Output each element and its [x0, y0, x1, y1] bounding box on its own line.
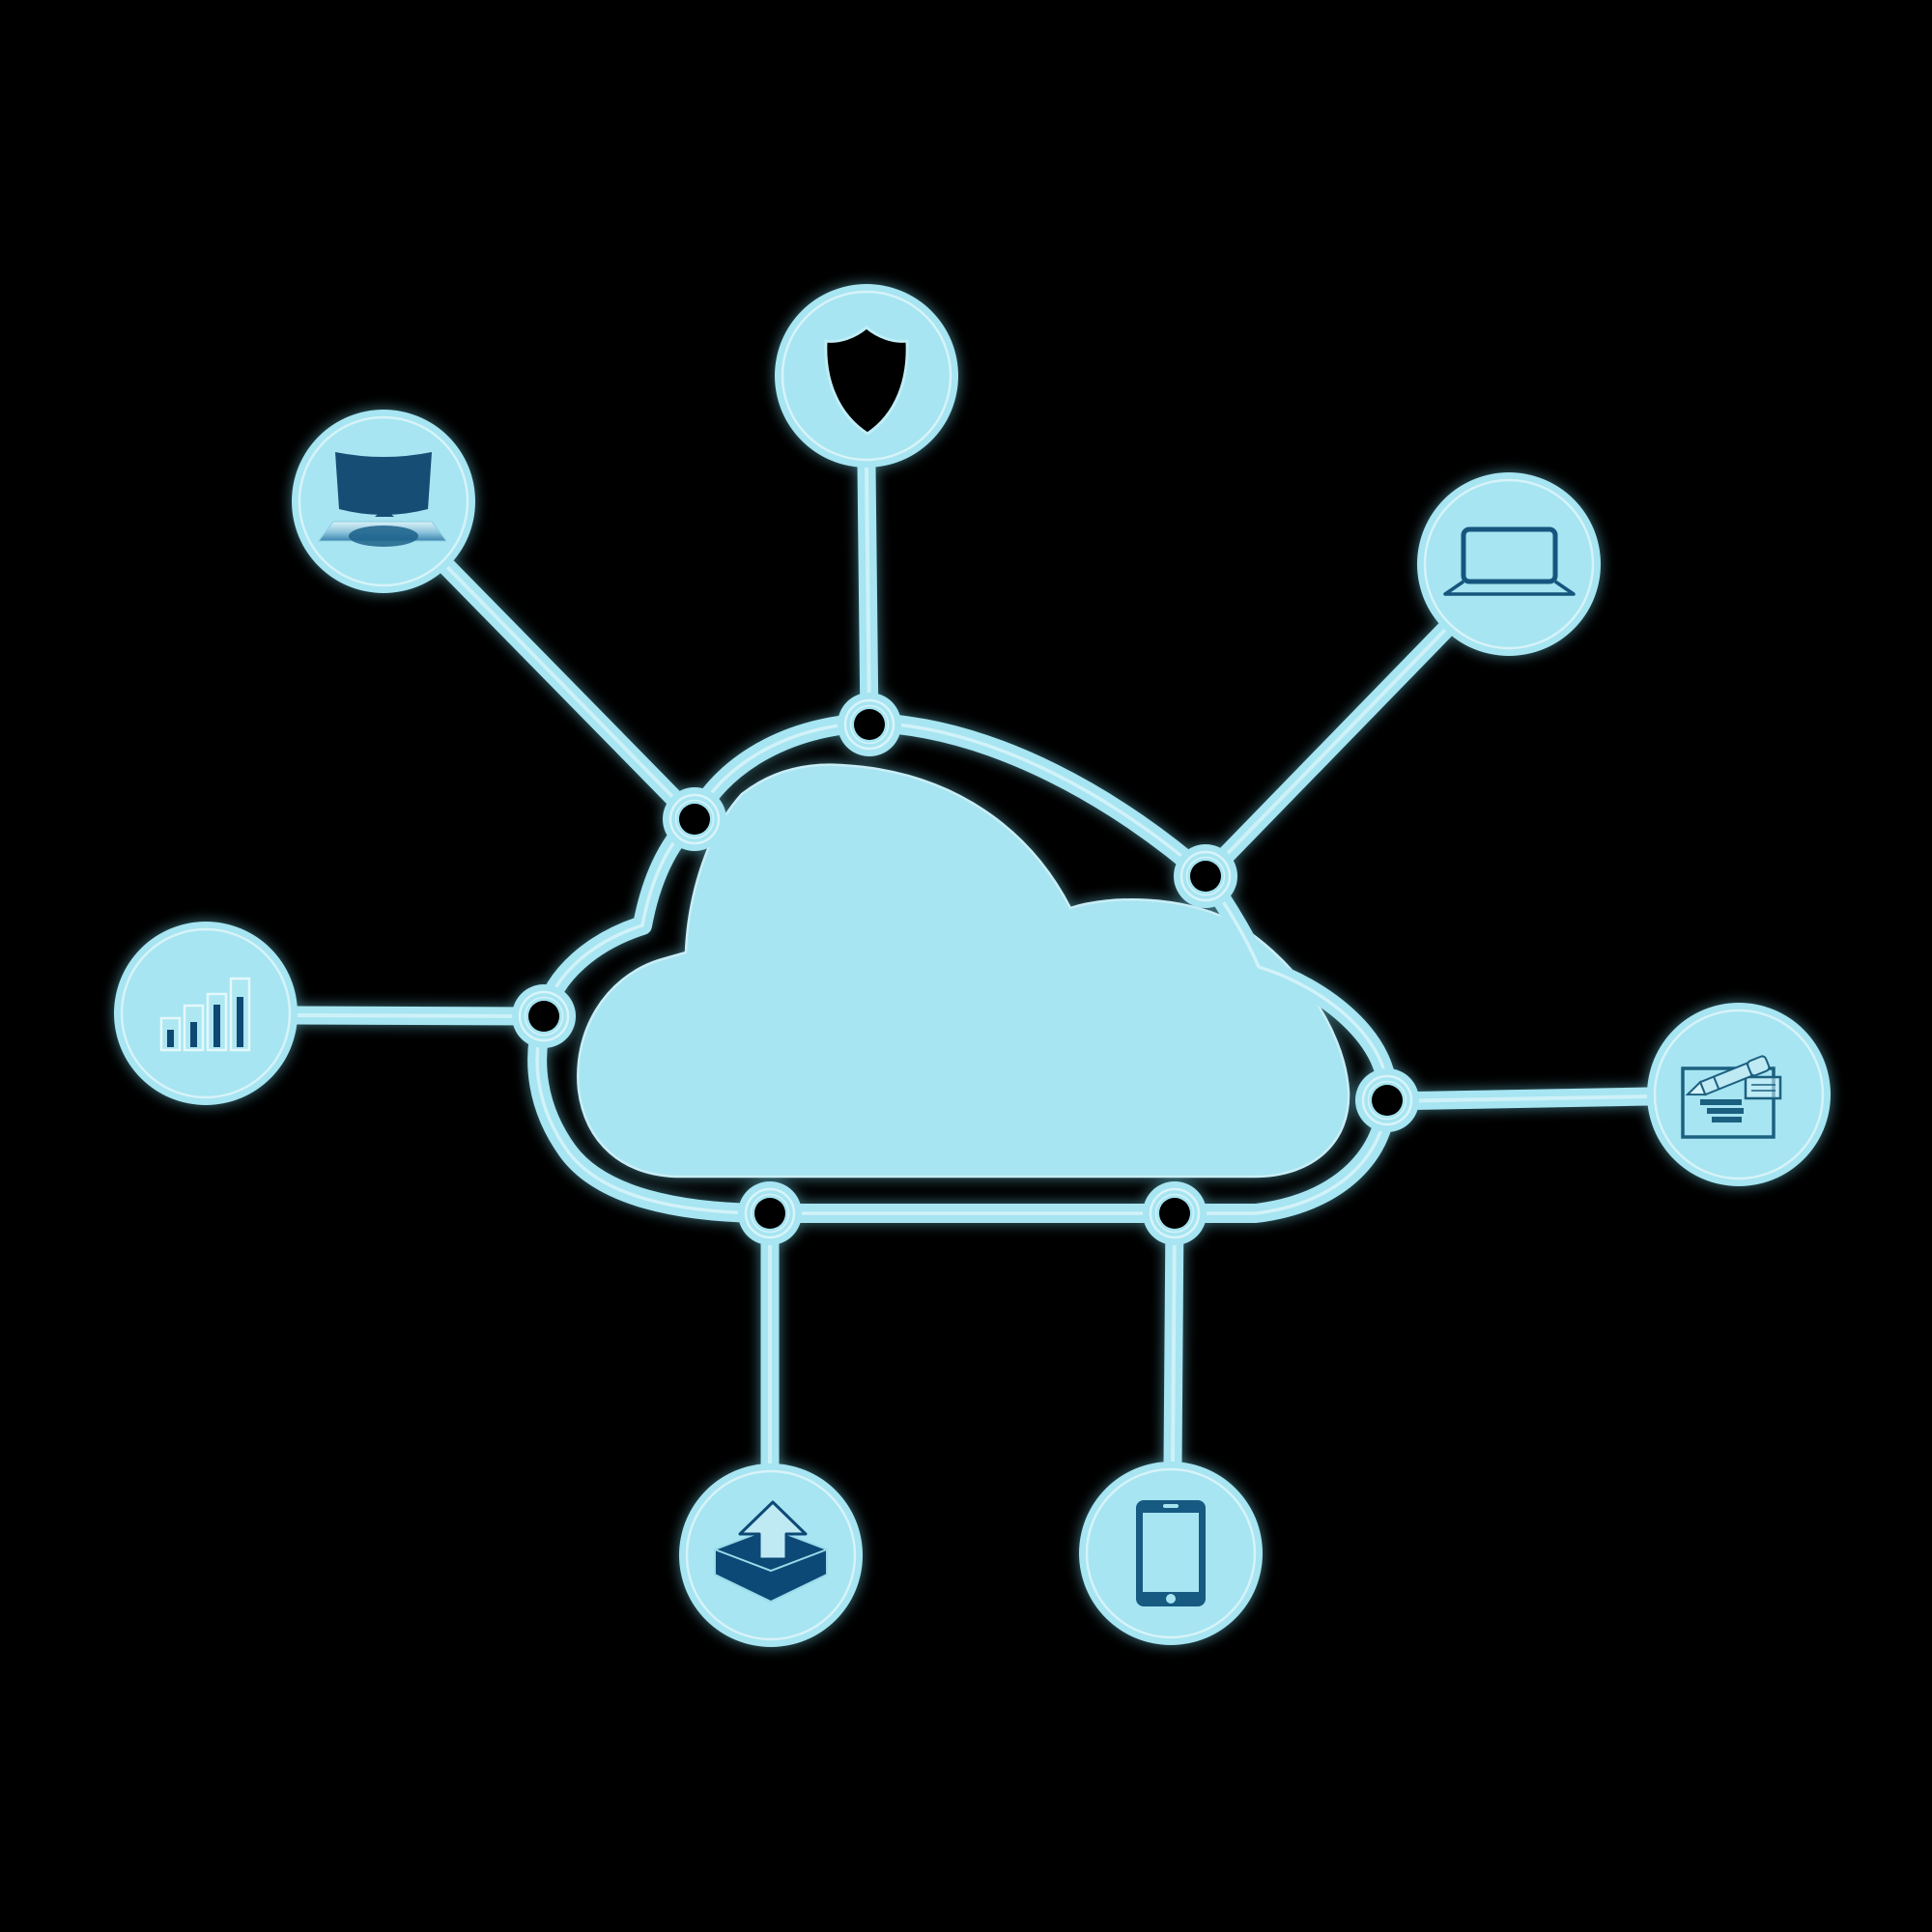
- chart-bar-fill-4: [237, 997, 243, 1047]
- network-node-document-ring: [1361, 1074, 1413, 1126]
- upload-arrow: [738, 1500, 808, 1561]
- network-node-tablet-hole-rim: [1154, 1193, 1195, 1234]
- desktop-monitor-icon: [318, 452, 447, 547]
- network-node-monitor-hole-rim: [674, 799, 715, 839]
- network-node-upload: [738, 1181, 802, 1245]
- network-node-tablet-ring: [1149, 1187, 1201, 1239]
- document-stamp: [1744, 1075, 1782, 1100]
- upload-box-icon-inset-ring: [685, 1469, 857, 1641]
- upload-box-icon-circle: [679, 1463, 863, 1647]
- document-pen-icon-circle: [1647, 1003, 1831, 1186]
- network-node-laptop-hole-rim: [1185, 856, 1226, 896]
- document-text-line-1: [1700, 1099, 1742, 1105]
- connector-document-core: [1385, 1094, 1650, 1103]
- document-text-line-3: [1712, 1117, 1742, 1122]
- network-node-chart: [512, 984, 576, 1048]
- laptop-icon-disc: [1417, 472, 1601, 656]
- laptop-icon-inset-ring: [1423, 478, 1595, 650]
- tablet-icon-inset-ring: [1085, 1467, 1257, 1639]
- network-node-upload-hole: [754, 1198, 785, 1229]
- network-node-upload-hole-rim: [750, 1193, 790, 1234]
- chart-bar-fill-1: [167, 1030, 174, 1047]
- desktop-monitor-icon-inset-ring: [298, 415, 469, 587]
- network-node-document-hole-rim: [1367, 1080, 1407, 1121]
- network-node-monitor-ring: [668, 793, 721, 845]
- chart-bar-fill-2: [190, 1022, 197, 1047]
- tablet-icon: [1136, 1500, 1206, 1606]
- document-outline: [1681, 1066, 1776, 1139]
- tablet-home-button: [1166, 1594, 1176, 1604]
- network-node-shield-ring: [843, 698, 895, 751]
- document-pen-icon-inset-ring: [1653, 1009, 1825, 1180]
- upload-box-icon: [714, 1500, 828, 1604]
- network-node-laptop-hole: [1190, 861, 1221, 892]
- shield-security-icon: [824, 326, 909, 436]
- monitor-screen: [335, 452, 432, 515]
- network-node-chart-hole-rim: [524, 996, 564, 1037]
- shield-security-icon-circle: [775, 284, 958, 468]
- network-node-chart-ring: [518, 990, 570, 1042]
- diagram-root: [114, 284, 1831, 1647]
- monitor-stand: [375, 508, 394, 517]
- network-node-shield: [838, 693, 901, 756]
- connector-chart: [286, 1006, 554, 1026]
- pen-grip-line: [1713, 1076, 1720, 1090]
- shield-security-icon-inset-ring: [781, 290, 952, 462]
- connector-tablet: [1163, 1204, 1184, 1473]
- connector-laptop: [1196, 620, 1455, 886]
- network-node-shield-hole-rim: [849, 704, 890, 745]
- network-node-laptop: [1174, 844, 1237, 908]
- network-node-chart-hole: [528, 1001, 559, 1032]
- shield-glyph: [824, 326, 909, 436]
- laptop-icon: [1443, 526, 1576, 596]
- network-node-document: [1355, 1068, 1419, 1132]
- network-node-monitor: [663, 787, 726, 851]
- chart-bar-fill-3: [213, 1005, 220, 1047]
- connector-monitor-core: [445, 565, 696, 821]
- laptop-icon-circle: [1417, 472, 1601, 656]
- tablet-icon-circle: [1079, 1462, 1263, 1645]
- upload-box-rim: [714, 1548, 828, 1573]
- bar-chart-icon: [159, 977, 251, 1052]
- laptop-base: [1443, 580, 1576, 596]
- bar-chart-icon-inset-ring: [120, 927, 292, 1099]
- connector-monitor: [438, 557, 704, 829]
- tablet-screen: [1143, 1513, 1199, 1592]
- connector-document: [1378, 1087, 1658, 1111]
- monitor-base-shadow: [349, 526, 418, 547]
- connector-laptop-core: [1204, 628, 1447, 878]
- network-node-tablet-hole: [1159, 1198, 1190, 1229]
- connector-tablet-core: [1171, 1211, 1177, 1465]
- pen-cap: [1747, 1055, 1771, 1077]
- laptop-screen: [1461, 526, 1558, 584]
- network-node-upload-ring: [744, 1187, 796, 1239]
- network-node-laptop-ring: [1179, 850, 1232, 902]
- tablet-speaker: [1163, 1504, 1179, 1508]
- cloud-shape: [577, 763, 1350, 1179]
- bar-chart-icon-circle: [114, 922, 298, 1105]
- network-node-tablet: [1143, 1181, 1207, 1245]
- document-pen-icon-disc: [1647, 1003, 1831, 1186]
- bar-chart-icon-disc: [114, 922, 298, 1105]
- network-node-document-hole: [1372, 1085, 1403, 1116]
- connector-lines: [286, 456, 1658, 1475]
- network-node-shield-hole: [854, 709, 885, 740]
- connector-shield: [857, 456, 879, 734]
- connector-shield-core: [865, 464, 871, 726]
- connector-chart-core: [294, 1013, 546, 1018]
- network-node-monitor-hole: [679, 804, 710, 835]
- document-pen-icon: [1681, 1055, 1782, 1139]
- desktop-monitor-icon-circle: [292, 410, 475, 593]
- pen-glyph: [1685, 1055, 1771, 1096]
- document-text-line-2: [1707, 1108, 1744, 1114]
